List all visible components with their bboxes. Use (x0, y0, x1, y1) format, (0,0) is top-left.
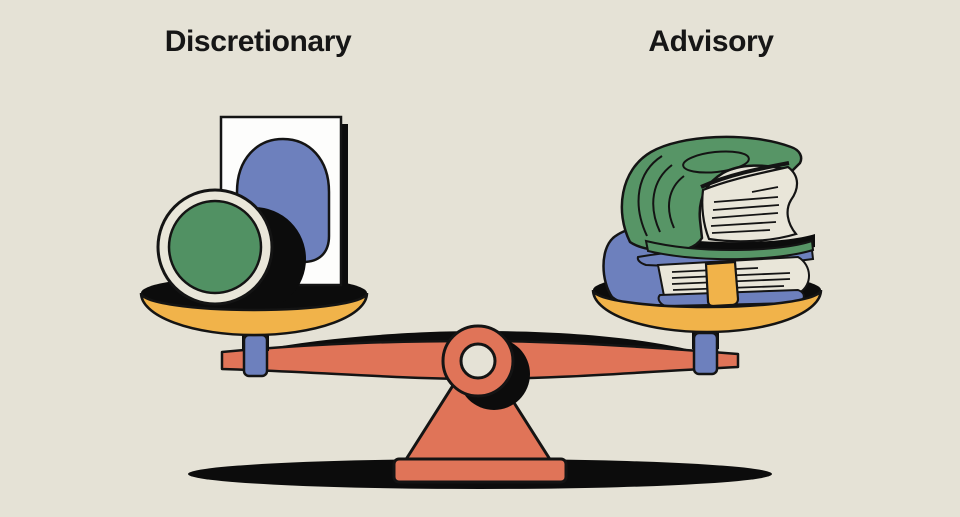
right-hanger-rod (692, 331, 719, 376)
left-pan-label: Discretionary (164, 25, 352, 58)
right-pan (591, 135, 823, 334)
right-pan-label: Advisory (648, 25, 774, 58)
left-hanger-rod (242, 333, 269, 378)
bookmark (704, 260, 740, 308)
green-token (156, 188, 274, 306)
green-book-spine-curves (637, 155, 685, 237)
left-hanger (242, 329, 269, 378)
left-pan (139, 115, 369, 337)
stand-foot (392, 457, 568, 484)
left-bowl (139, 292, 369, 337)
green-book-page-lines (710, 186, 780, 234)
green-book-front-lip (644, 239, 815, 261)
pivot-hole (459, 342, 497, 380)
right-bowl (591, 289, 823, 334)
green-book (620, 135, 815, 261)
green-book-emblem (682, 150, 750, 174)
token-face (167, 199, 263, 295)
green-book-cover-seam (700, 161, 790, 189)
pivot (441, 324, 530, 410)
right-hanger (692, 327, 719, 376)
